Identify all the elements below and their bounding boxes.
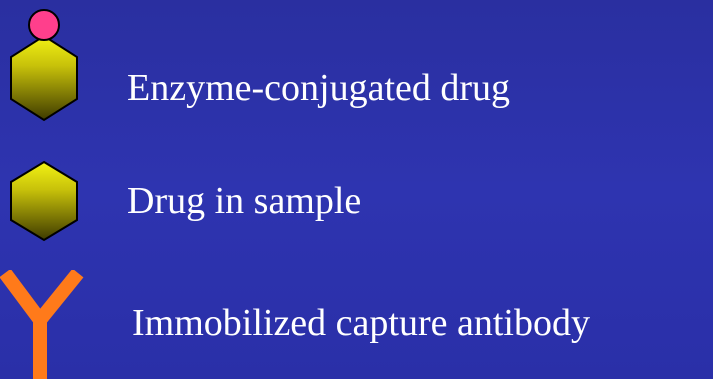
legend-item-immobilized-capture-antibody: Immobilized capture antibody: [0, 270, 713, 379]
legend-label-enzyme-conjugated-drug: Enzyme-conjugated drug: [127, 67, 511, 109]
legend-label-drug-in-sample: Drug in sample: [127, 180, 362, 222]
hexagon-with-enzyme-circle-icon: [10, 9, 78, 122]
legend-label-immobilized-capture-antibody: Immobilized capture antibody: [132, 302, 590, 344]
legend-item-drug-in-sample: Drug in sample: [0, 150, 713, 242]
antibody-y-icon: [0, 270, 84, 379]
legend-item-enzyme-conjugated-drug: Enzyme-conjugated drug: [0, 0, 713, 130]
hexagon-icon: [10, 160, 78, 242]
